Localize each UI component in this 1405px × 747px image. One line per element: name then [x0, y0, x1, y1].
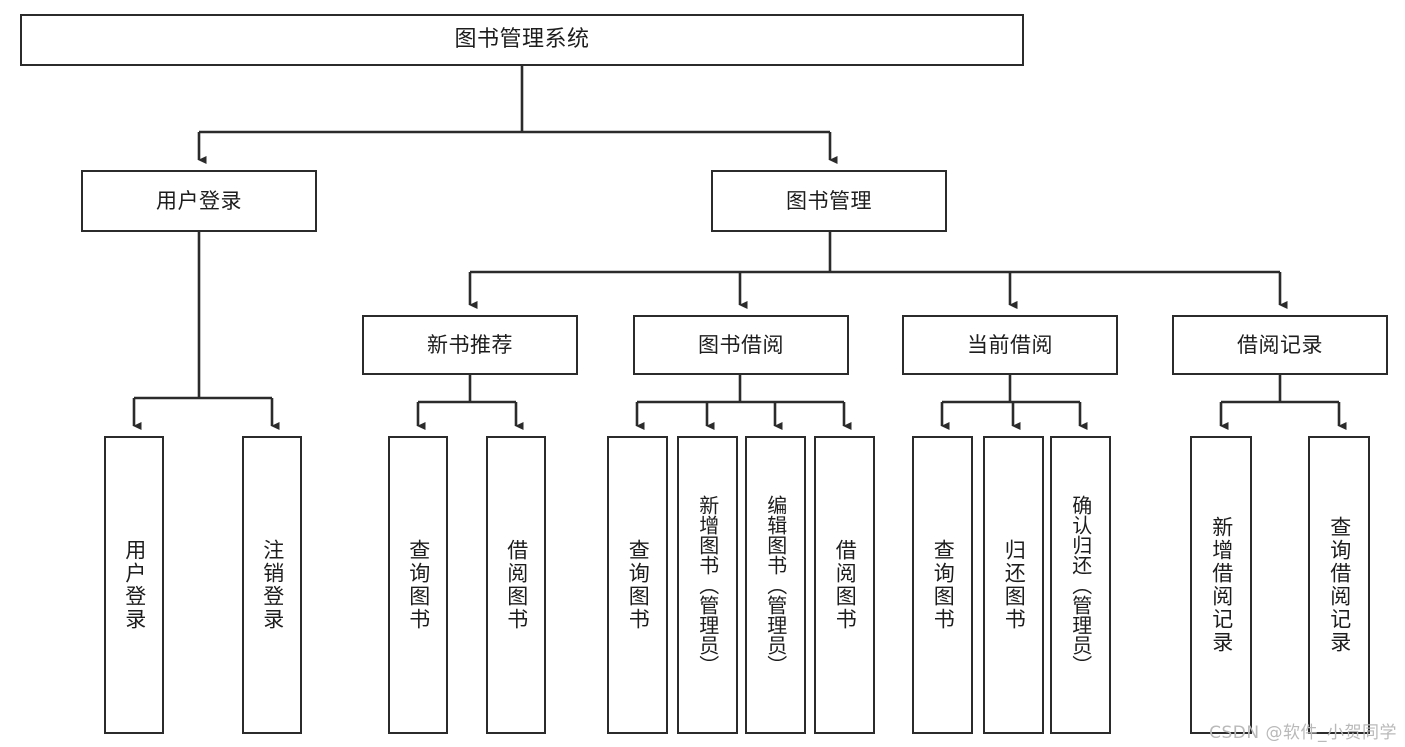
leaf-node-label: 查询图书	[931, 539, 956, 631]
leaf-node[interactable]: 新增借阅记录	[1190, 436, 1252, 734]
leaf-node-label: 借阅图书	[833, 539, 858, 631]
node-borrow-records[interactable]: 借阅记录	[1172, 315, 1388, 375]
leaf-node[interactable]: 借阅图书	[486, 436, 546, 734]
node-current-borrowing-label: 当前借阅	[967, 332, 1053, 357]
leaf-node-label: 查询借阅记录	[1327, 516, 1352, 654]
leaf-node[interactable]: 借阅图书	[814, 436, 875, 734]
csdn-watermark: CSDN @软件_小贺同学	[1209, 723, 1397, 743]
node-new-book-recommendation-label: 新书推荐	[427, 332, 513, 357]
leaf-node[interactable]: 新增图书（管理员）	[677, 436, 738, 734]
leaf-node[interactable]: 编辑图书（管理员）	[745, 436, 806, 734]
leaf-node-label: 查询图书	[406, 539, 431, 631]
leaf-node-label: 用户登录	[122, 539, 147, 631]
leaf-node-label: 借阅图书	[504, 539, 529, 631]
leaf-node[interactable]: 归还图书	[983, 436, 1044, 734]
leaf-node-label: 新增图书（管理员）	[695, 495, 720, 675]
node-borrow-records-label: 借阅记录	[1237, 332, 1323, 357]
leaf-node[interactable]: 查询借阅记录	[1308, 436, 1370, 734]
leaf-node-label: 确认归还（管理员）	[1068, 495, 1093, 675]
node-new-book-recommendation[interactable]: 新书推荐	[362, 315, 578, 375]
node-root-label: 图书管理系统	[454, 27, 590, 53]
leaf-node[interactable]: 查询图书	[388, 436, 448, 734]
node-book-management-label: 图书管理	[786, 188, 872, 213]
node-user-login-label: 用户登录	[156, 188, 242, 213]
leaf-node[interactable]: 用户登录	[104, 436, 164, 734]
leaf-node[interactable]: 查询图书	[912, 436, 973, 734]
leaf-node-label: 注销登录	[260, 539, 285, 631]
leaf-node[interactable]: 确认归还（管理员）	[1050, 436, 1111, 734]
node-book-borrowing-label: 图书借阅	[698, 332, 784, 357]
node-user-login[interactable]: 用户登录	[81, 170, 317, 232]
node-current-borrowing[interactable]: 当前借阅	[902, 315, 1118, 375]
leaf-node-label: 查询图书	[626, 539, 651, 631]
leaf-node[interactable]: 注销登录	[242, 436, 302, 734]
leaf-node-label: 新增借阅记录	[1209, 516, 1234, 654]
leaf-node-label: 归还图书	[1002, 539, 1027, 631]
leaf-node[interactable]: 查询图书	[607, 436, 668, 734]
node-book-borrowing[interactable]: 图书借阅	[633, 315, 849, 375]
node-book-management[interactable]: 图书管理	[711, 170, 947, 232]
leaf-node-label: 编辑图书（管理员）	[763, 495, 788, 675]
node-root-book-management-system[interactable]: 图书管理系统	[20, 14, 1024, 66]
